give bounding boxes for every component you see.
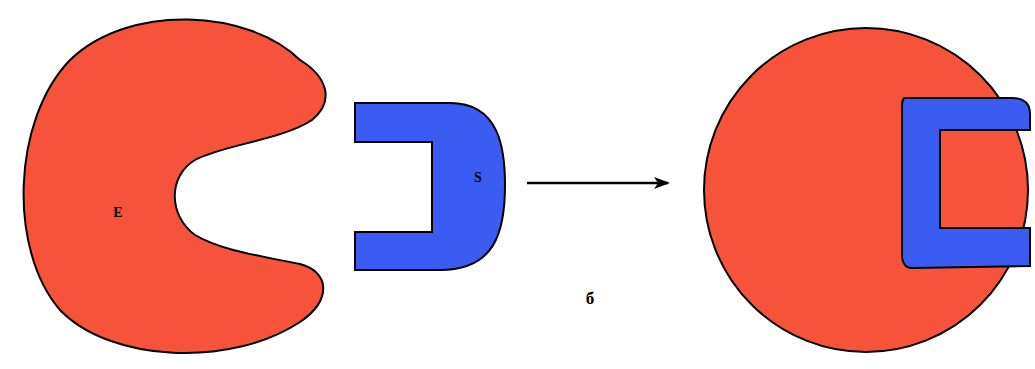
enzyme-substrate-complex: [704, 28, 1028, 352]
figure-letter: б: [586, 290, 595, 307]
shape-letter: E: [113, 206, 122, 220]
bound-substrate: [902, 98, 1030, 268]
shape-letter: S: [474, 171, 482, 185]
substrate-shape: S: [352, 100, 508, 274]
shape-outline: [352, 100, 508, 274]
shape-outline: [12, 6, 338, 368]
enzyme-shape: E: [12, 6, 338, 368]
reaction-arrow: [527, 182, 668, 185]
